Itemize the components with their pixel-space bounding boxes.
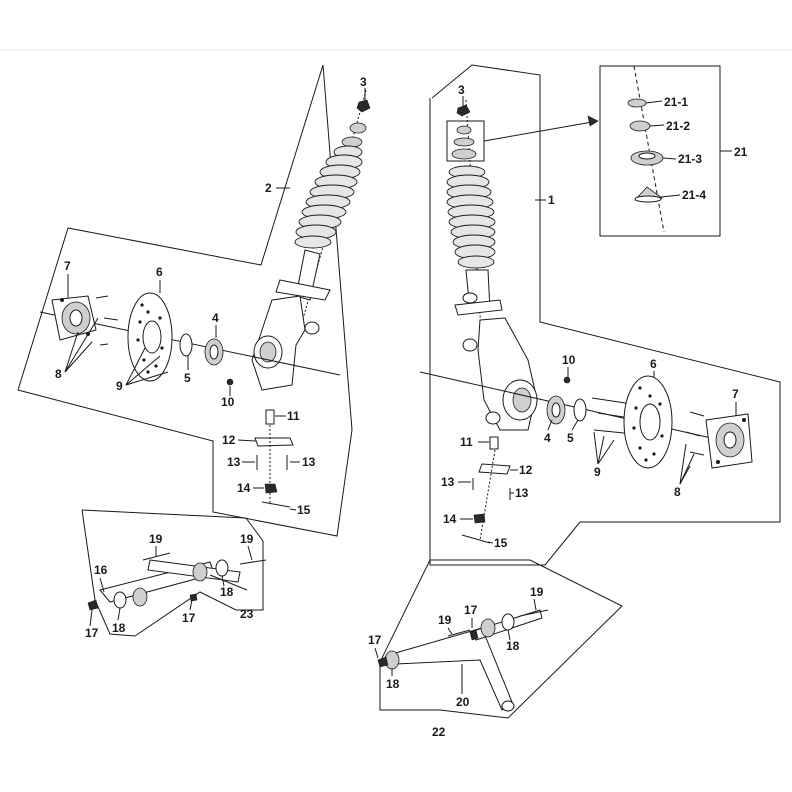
- label-5-right: 5: [567, 431, 574, 445]
- label-14-left: 14: [237, 481, 251, 495]
- left-shock-assembly: [17, 64, 371, 537]
- label-16: 16: [94, 563, 108, 577]
- right-brake-disc: [623, 375, 673, 469]
- label-1: 1: [548, 193, 555, 207]
- label-21-4: 21-4: [682, 188, 706, 202]
- detail-21-panel: [599, 65, 732, 237]
- label-2: 2: [265, 181, 272, 195]
- label-19-left-b: 19: [240, 532, 254, 546]
- label-13-right-a: 13: [441, 475, 455, 489]
- right-shock-spring: [446, 165, 496, 269]
- label-11-right: 11: [460, 435, 473, 449]
- label-15-right: 15: [494, 536, 508, 550]
- label-10-left: 10: [221, 395, 235, 409]
- label-21-2: 21-2: [666, 119, 690, 133]
- left-assembly-boundary: [17, 64, 353, 537]
- left-bearing: [204, 338, 224, 366]
- label-7-right: 7: [732, 387, 739, 401]
- label-5-left: 5: [184, 371, 191, 385]
- label-17-left-b: 17: [182, 611, 196, 625]
- label-14-right: 14: [443, 512, 457, 526]
- left-plate-12: [254, 437, 294, 447]
- label-17-left-a: 17: [85, 626, 99, 640]
- right-snap-ring: [573, 398, 587, 422]
- label-19-left-a: 19: [149, 532, 163, 546]
- right-plate-12: [478, 463, 511, 475]
- label-20: 20: [456, 695, 470, 709]
- right-bearing: [546, 395, 566, 425]
- label-13-left-b: 13: [302, 455, 316, 469]
- label-21: 21: [734, 145, 748, 159]
- label-23: 23: [240, 607, 254, 621]
- label-21-1: 21-1: [664, 95, 688, 109]
- label-19-right-a: 19: [530, 585, 544, 599]
- label-3-right: 3: [458, 83, 465, 97]
- label-18-left-a: 18: [220, 585, 234, 599]
- label-11-left: 11: [287, 409, 300, 423]
- label-13-left-a: 13: [227, 455, 241, 469]
- left-a-arm-assembly: [81, 509, 267, 637]
- label-9-left: 9: [116, 379, 123, 393]
- label-9-right: 9: [594, 465, 601, 479]
- left-hub: [51, 295, 119, 346]
- label-6-right: 6: [650, 357, 657, 371]
- label-17-right-b: 17: [368, 633, 382, 647]
- label-12-left: 12: [222, 433, 236, 447]
- washer-21-1: [627, 98, 647, 108]
- label-7-left: 7: [64, 259, 71, 273]
- label-6-left: 6: [156, 265, 163, 279]
- label-18-left-b: 18: [112, 621, 126, 635]
- label-18-right-b: 18: [386, 677, 400, 691]
- left-snap-ring: [179, 333, 193, 357]
- right-a-arm-assembly: [377, 559, 623, 719]
- label-4-left: 4: [212, 311, 219, 325]
- right-assembly-boundary: [429, 64, 781, 566]
- washer-21-2: [629, 120, 651, 132]
- label-19-right-b: 19: [438, 613, 452, 627]
- label-21-3: 21-3: [678, 152, 702, 166]
- label-8-left: 8: [55, 367, 62, 381]
- left-shock-spring: [294, 145, 363, 249]
- label-8-right: 8: [674, 485, 681, 499]
- label-12-right: 12: [519, 463, 533, 477]
- part-labels: 3 2 7 6 4 5 8 9 10 11 12 13 13 14 15 3: [55, 75, 748, 739]
- nut-3-right: [456, 104, 471, 117]
- label-3-left: 3: [360, 75, 367, 89]
- nut-3-left: [356, 99, 371, 113]
- label-15-left: 15: [297, 503, 311, 517]
- label-4-right: 4: [544, 431, 551, 445]
- right-a-arm: [391, 627, 513, 711]
- right-shock-assembly: [419, 64, 781, 566]
- label-10-right: 10: [562, 353, 576, 367]
- label-13-right-b: 13: [515, 486, 529, 500]
- right-hub: [685, 411, 753, 469]
- label-22: 22: [432, 725, 446, 739]
- label-18-right-a: 18: [506, 639, 520, 653]
- label-17-right-a: 17: [464, 603, 478, 617]
